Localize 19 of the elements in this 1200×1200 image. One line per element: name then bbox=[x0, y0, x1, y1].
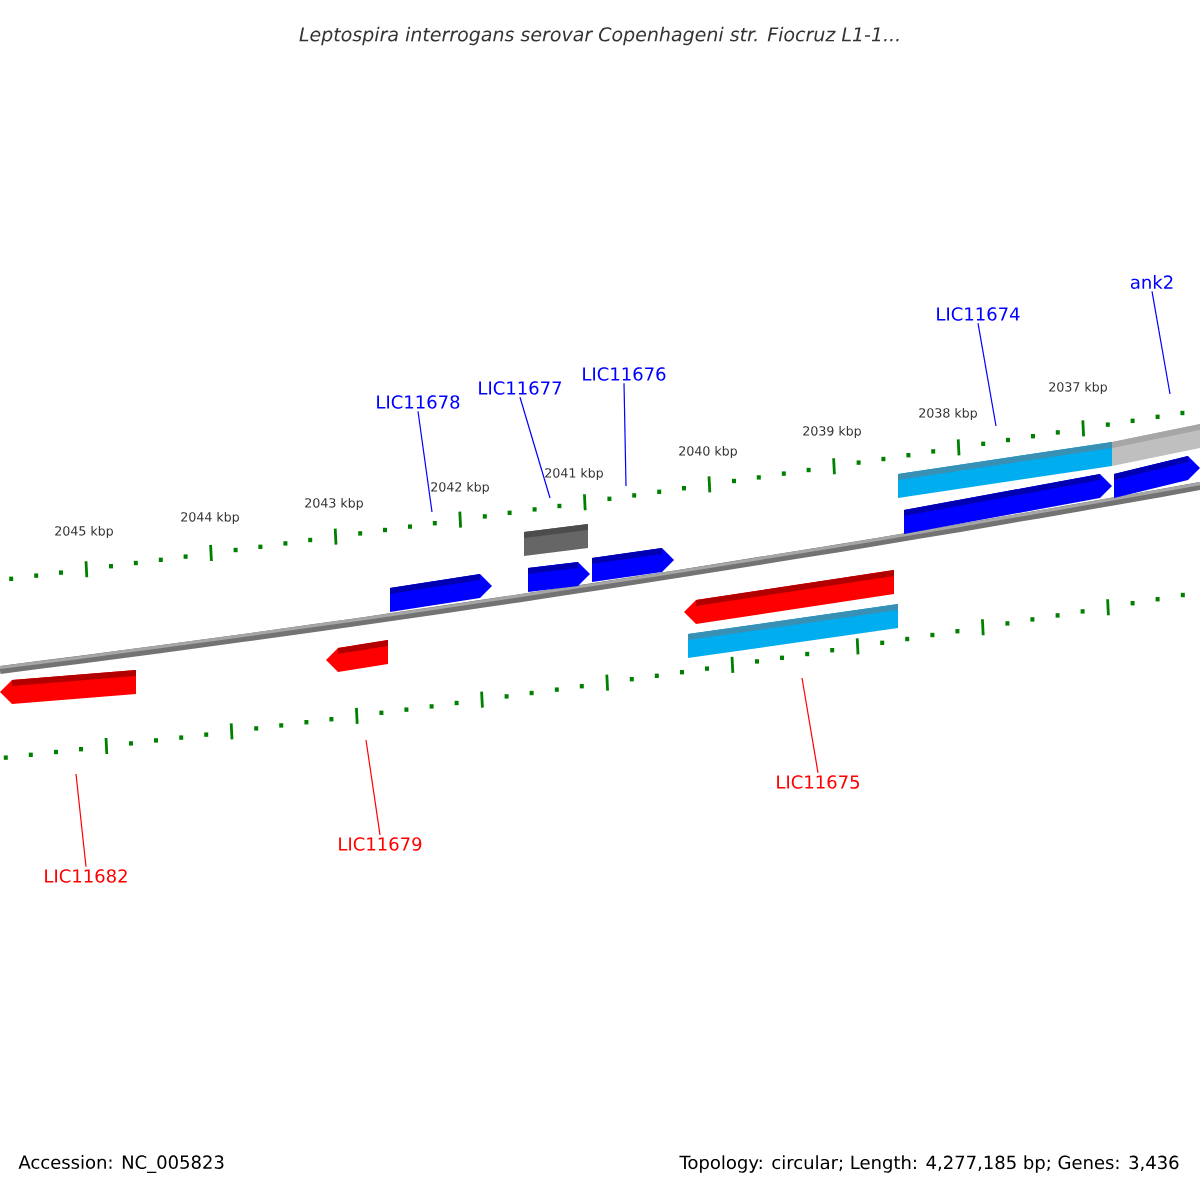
genome-info-text: Topology: circular; Length: 4,277,185 bp; Genes: 3,436 bbox=[679, 1155, 1179, 1173]
leader-line bbox=[1151, 290, 1171, 395]
gene-label: ank2 bbox=[1130, 275, 1173, 289]
gene-label: LIC11676 bbox=[583, 367, 666, 381]
leader-line bbox=[623, 382, 627, 487]
gene-label: LIC11679 bbox=[339, 837, 422, 851]
leader-line bbox=[519, 396, 551, 499]
leader-line bbox=[977, 322, 997, 427]
gene-label: LIC11678 bbox=[377, 395, 460, 409]
title: Leptospira interrogans serovar Copenhageni str. Fiocruz L1-1... bbox=[299, 26, 899, 46]
gene-label: LIC11674 bbox=[937, 307, 1020, 321]
leader-line bbox=[417, 410, 433, 513]
gene-label: LIC11677 bbox=[479, 381, 562, 395]
leader-line bbox=[801, 677, 819, 774]
accession-text: Accession: NC_005823 bbox=[18, 1155, 224, 1173]
leader-line bbox=[75, 773, 87, 868]
gene-label: LIC11675 bbox=[777, 775, 859, 789]
leader-line bbox=[365, 739, 381, 836]
gene-label: LIC11682 bbox=[45, 869, 127, 883]
